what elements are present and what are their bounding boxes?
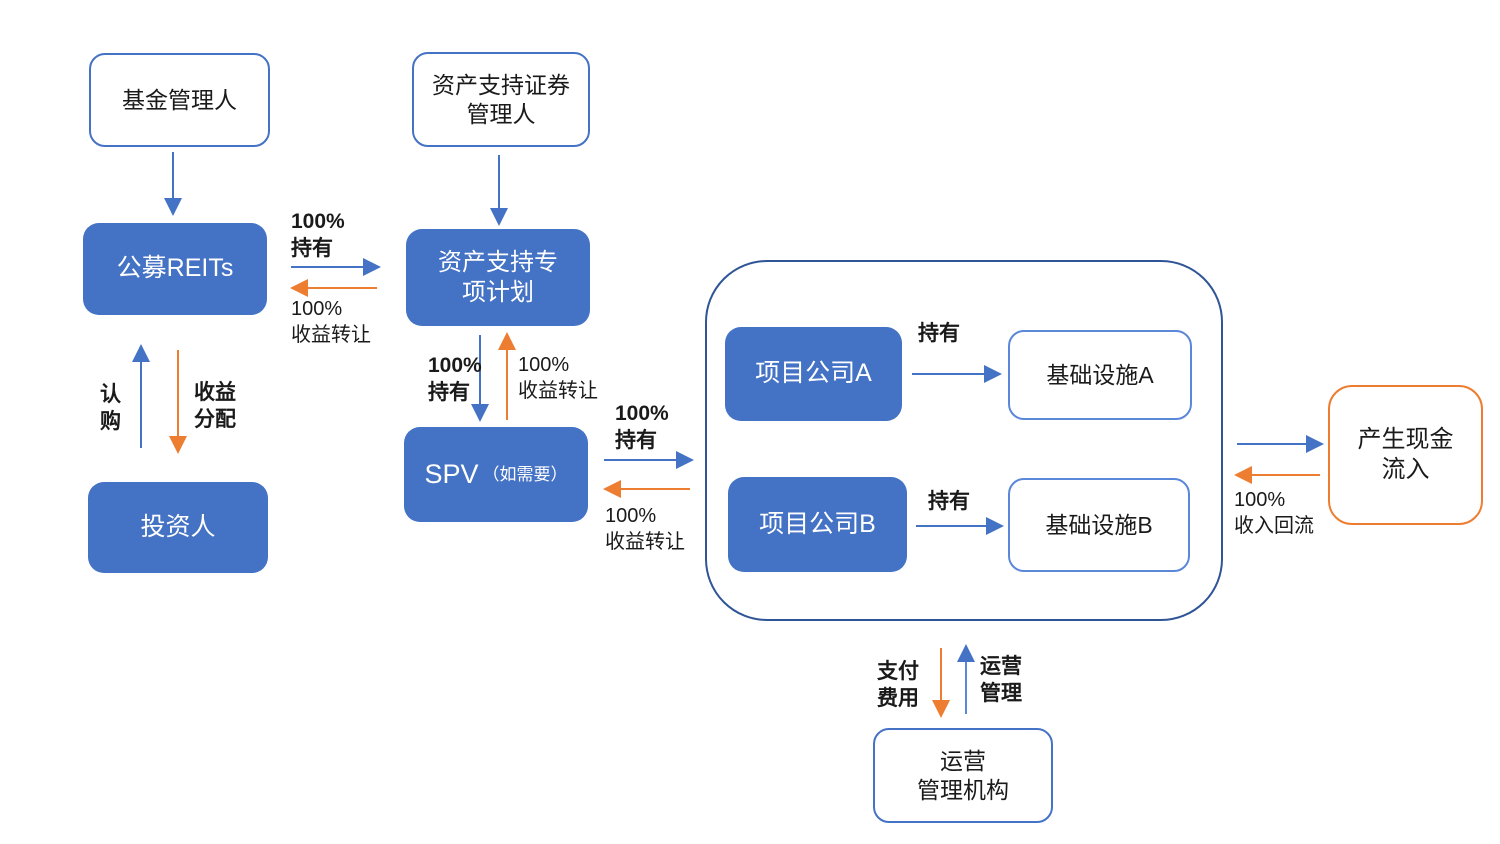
node-fund-manager-label: 基金管理人: [122, 86, 237, 113]
label-spv-to-group-hold: 100% 持有: [615, 400, 669, 455]
node-abs-plan: 资产支持专 项计划: [406, 229, 590, 326]
label-line: 持有: [291, 237, 333, 261]
label-line: 100%: [291, 210, 345, 233]
label-line: 100%: [605, 505, 657, 527]
node-infra-a: 基础设施A: [1008, 330, 1192, 420]
node-public-reits-label: 公募REITs: [116, 254, 234, 283]
node-investors: 投资人: [88, 482, 268, 573]
label-line: 收益转让: [605, 531, 685, 553]
label-income-return: 100% 收入回流: [1234, 487, 1314, 539]
node-public-reits: 公募REITs: [83, 223, 267, 315]
node-ops-agency-line2: 管理机构: [917, 776, 1009, 803]
project-group-frame: [705, 260, 1223, 621]
node-infra-b-label: 基础设施B: [1045, 511, 1153, 538]
label-line: 100%: [428, 354, 482, 377]
label-hold-a: 持有: [918, 320, 960, 347]
node-ops-agency-line1: 运营: [940, 747, 986, 774]
label-line: 100%: [1234, 489, 1286, 511]
node-ops-agency: 运营 管理机构: [873, 728, 1053, 823]
node-spv-main: SPV: [424, 458, 479, 489]
label-line: 收益转让: [291, 324, 371, 346]
node-spv: SPV（如需要）: [404, 427, 588, 522]
label-line: 持有: [428, 381, 470, 405]
label-line: 100%: [518, 354, 570, 376]
node-spv-paren: （如需要）: [482, 464, 568, 484]
label-line: 分配: [194, 408, 236, 432]
label-distribute: 收益 分配: [194, 379, 236, 434]
label-line: 认: [100, 383, 121, 406]
label-plan-to-reits-transfer: 100% 收益转让: [291, 296, 371, 348]
label-line: 管理: [980, 682, 1022, 706]
label-line: 持有: [928, 490, 970, 513]
node-infra-b: 基础设施B: [1008, 478, 1190, 572]
label-group-to-spv-transfer: 100% 收益转让: [605, 503, 685, 555]
node-abs-manager-line2: 管理人: [466, 100, 536, 127]
node-abs-plan-line2: 项计划: [462, 278, 534, 306]
label-pay-fee: 支付 费用: [877, 658, 919, 713]
label-line: 费用: [877, 687, 919, 711]
node-project-b: 项目公司B: [728, 477, 907, 572]
label-spv-to-plan-transfer: 100% 收益转让: [518, 352, 598, 404]
label-line: 持有: [918, 322, 960, 345]
node-cash-inflow-line1: 产生现金: [1357, 426, 1454, 453]
node-project-a-label: 项目公司A: [755, 359, 872, 388]
node-abs-manager: 资产支持证券 管理人: [412, 52, 590, 147]
node-fund-manager: 基金管理人: [89, 53, 270, 147]
label-line: 收入回流: [1234, 515, 1314, 537]
label-line: 持有: [615, 429, 657, 453]
label-line: 收益转让: [518, 380, 598, 402]
label-ops-mgmt: 运营 管理: [980, 653, 1022, 708]
node-cash-inflow: 产生现金 流入: [1328, 385, 1483, 525]
label-line: 支付: [877, 660, 919, 683]
node-spv-label: SPV（如需要）: [424, 458, 567, 492]
node-investors-label: 投资人: [140, 512, 216, 541]
label-line: 购: [100, 410, 121, 434]
label-reits-to-plan-hold: 100% 持有: [291, 208, 345, 263]
node-abs-manager-line1: 资产支持证券: [432, 71, 570, 98]
node-abs-plan-line1: 资产支持专: [438, 248, 558, 276]
label-line: 100%: [615, 402, 669, 425]
node-infra-a-label: 基础设施A: [1046, 361, 1154, 388]
node-project-b-label: 项目公司B: [759, 509, 876, 538]
node-cash-inflow-line2: 流入: [1381, 456, 1430, 483]
label-line: 收益: [194, 381, 236, 404]
label-hold-b: 持有: [928, 488, 970, 515]
label-line: 100%: [291, 298, 343, 320]
label-line: 运营: [980, 655, 1022, 678]
label-subscribe: 认 购: [100, 381, 121, 436]
label-plan-to-spv-hold: 100% 持有: [428, 352, 482, 407]
node-project-a: 项目公司A: [725, 327, 902, 421]
